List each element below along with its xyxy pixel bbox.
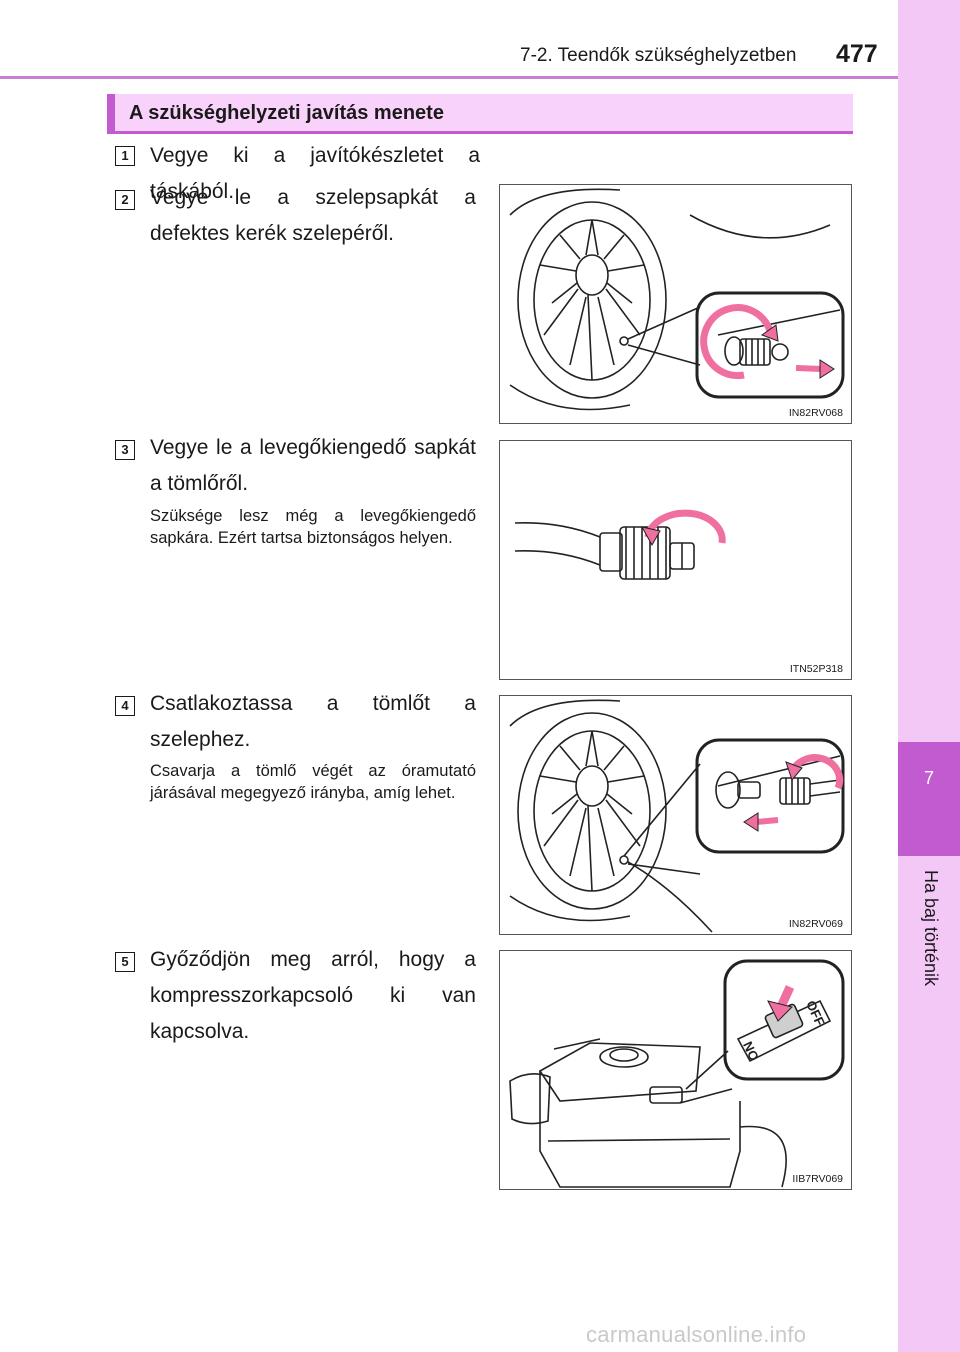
- running-header: 7-2. Teendők szükséghelyzetben: [520, 45, 797, 66]
- step-number-2: 2: [115, 190, 135, 210]
- step-number-3: 3: [115, 440, 135, 460]
- step-text-1: Vegye ki a javítókészletet a táskából.: [150, 144, 480, 203]
- wheel-valve-illustration: [509, 188, 845, 411]
- figure-code: IN82RV068: [786, 407, 845, 419]
- figure-valve-cap-removal: IN82RV068: [499, 184, 852, 424]
- figure-code: IN82RV069: [786, 918, 845, 930]
- step-number-1: 1: [115, 146, 135, 166]
- header-rule: [0, 76, 898, 79]
- step-text-4: Csatlakoztassa a tömlőt a szelephez.: [150, 692, 476, 751]
- step-note-4: Csavarja a tömlő végét az óramutató járá…: [150, 762, 476, 802]
- switch-label-on: ON: [740, 1039, 762, 1063]
- chapter-number: 7: [923, 768, 934, 788]
- figure-compressor-switch: ON OFF IIB7RV069: [499, 950, 852, 1190]
- figure-air-release-cap: ITN52P318: [499, 440, 852, 680]
- step-text-3: Vegye le a levegőkiengedő sapkát a tömlő…: [150, 436, 476, 495]
- wheel-hose-illustration: [509, 699, 845, 933]
- figure-hose-connection: IN82RV069: [499, 695, 852, 935]
- watermark: carmanualsonline.info: [586, 1322, 807, 1347]
- section-heading: A szükséghelyzeti javítás menete: [107, 94, 853, 134]
- step-number-4: 4: [115, 696, 135, 716]
- chapter-title: Ha baj történik: [921, 870, 941, 987]
- chapter-number-box: [898, 742, 960, 856]
- compressor-illustration: ON OFF: [509, 959, 845, 1188]
- page-number: 477: [836, 40, 878, 68]
- figure-code: IIB7RV069: [790, 1173, 845, 1185]
- chapter-side-tab: [898, 0, 960, 1352]
- hose-cap-illustration: [514, 509, 726, 580]
- step-number-5: 5: [115, 952, 135, 972]
- step-text-2: Vegye le a szelepsapkát a defektes kerék…: [150, 186, 476, 245]
- step-note-3: Szüksége lesz még a levegőkiengedő sapká…: [150, 507, 476, 547]
- step-text-5: Győződjön meg arról, hogy a kompresszork…: [150, 948, 476, 1043]
- section-heading-text: A szükséghelyzeti javítás menete: [129, 102, 444, 124]
- figure-code: ITN52P318: [787, 663, 845, 675]
